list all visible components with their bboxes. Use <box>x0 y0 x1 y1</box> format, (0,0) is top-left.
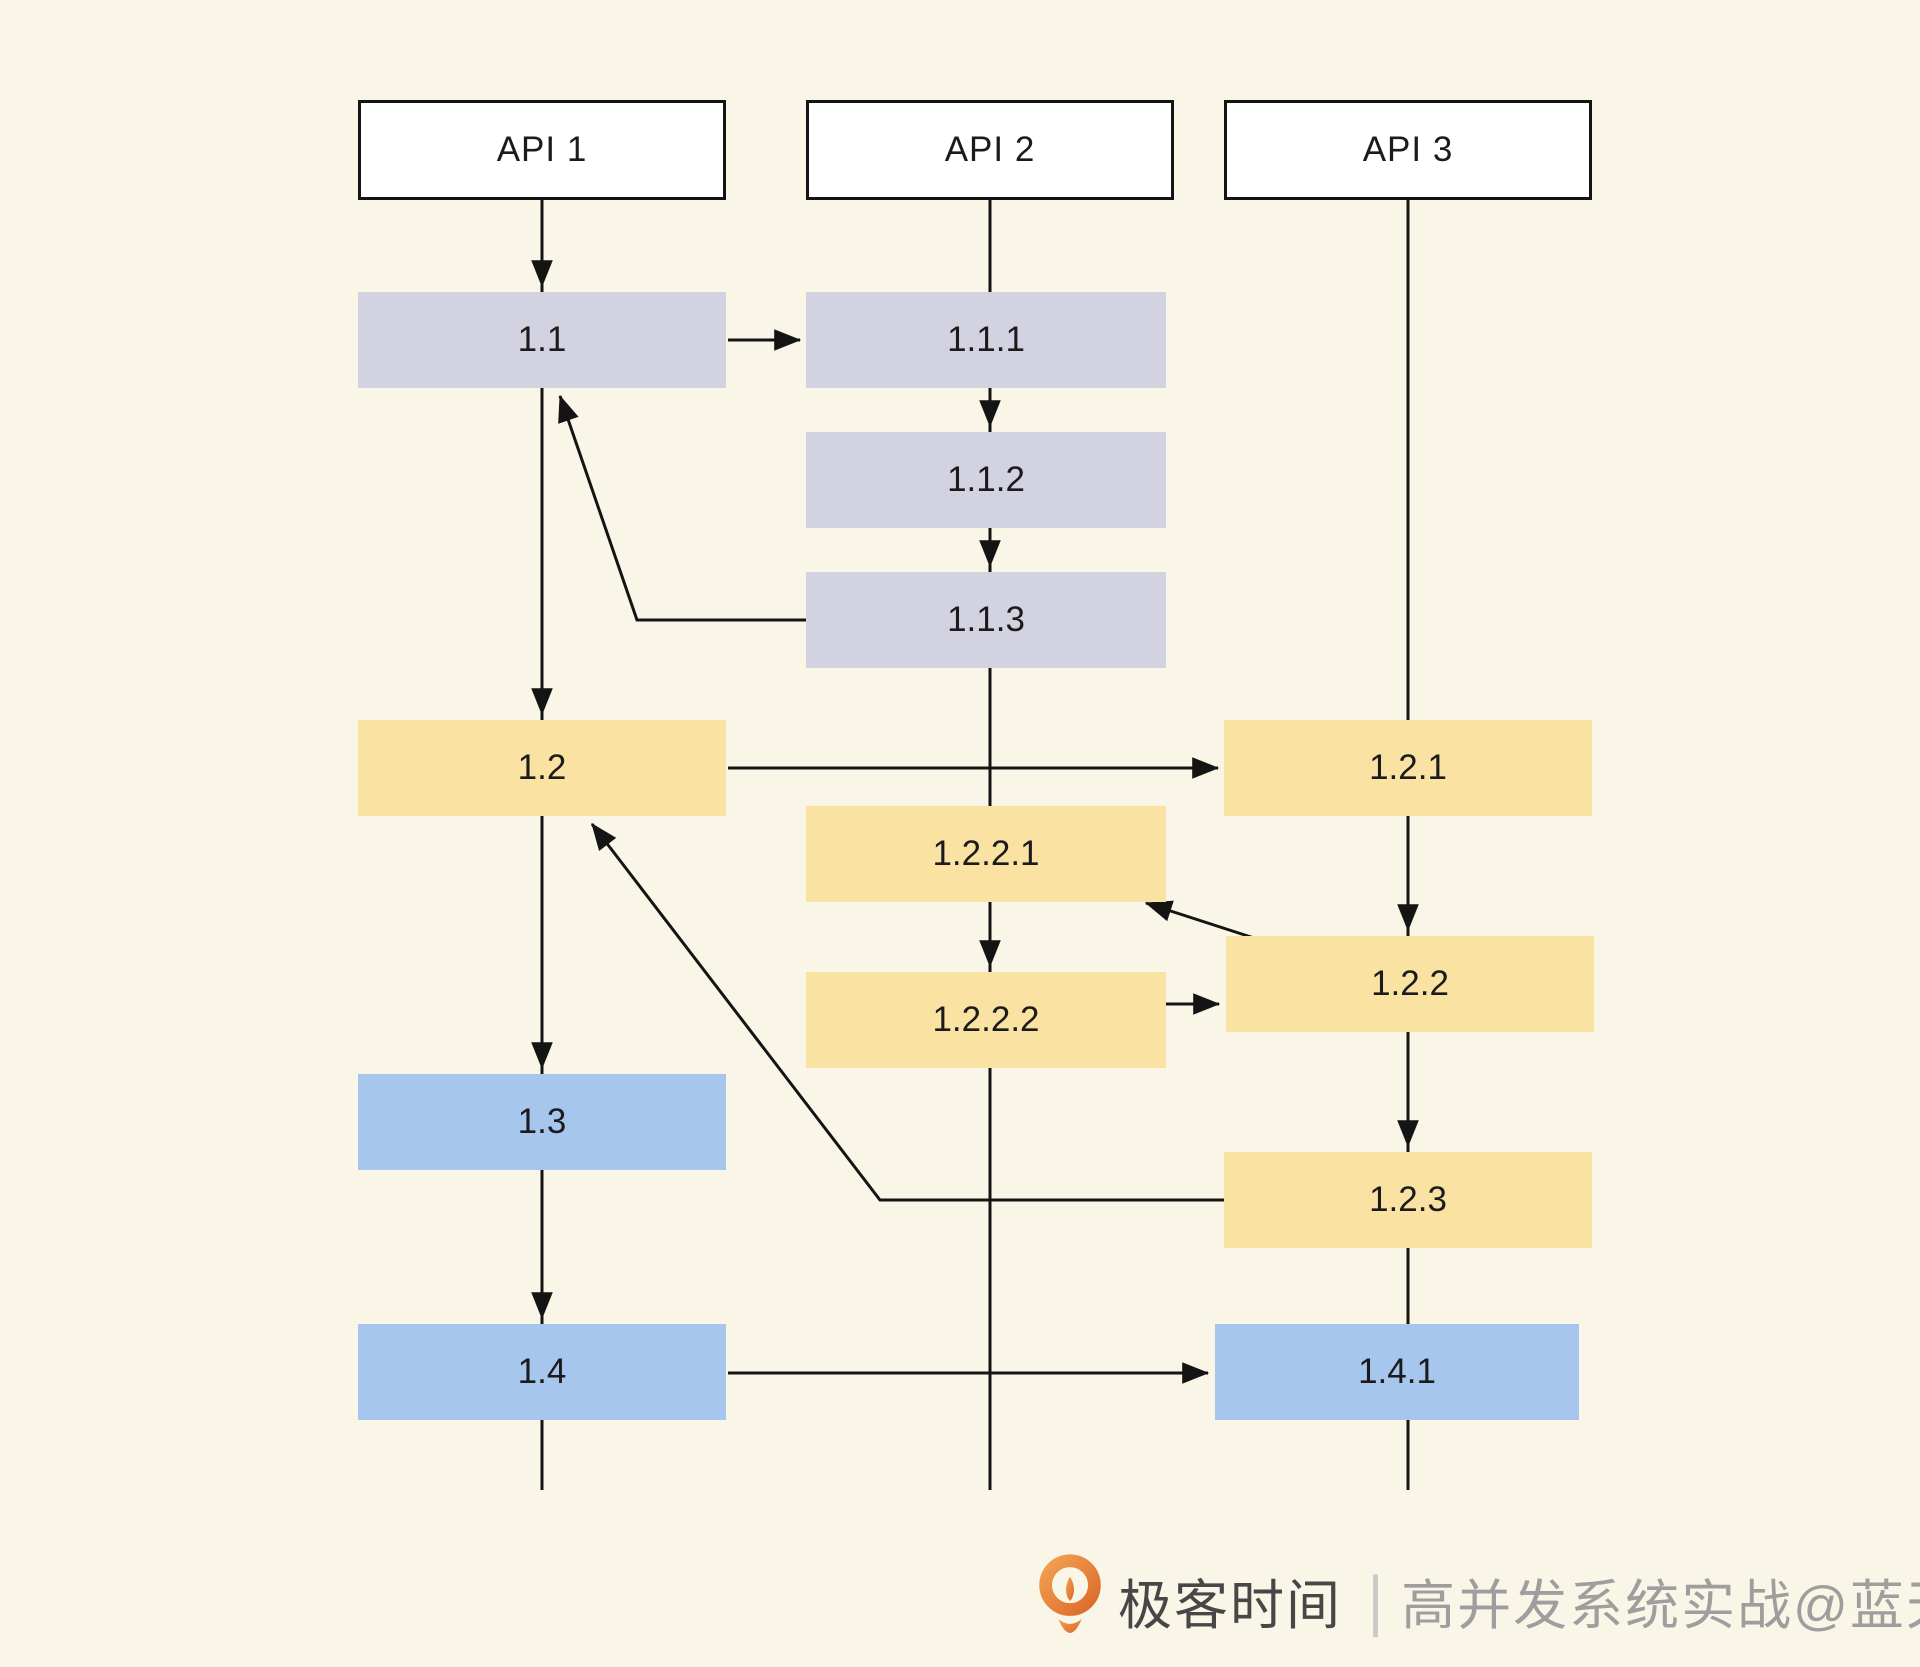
lane-header-api-2: API 2 <box>806 100 1174 200</box>
node-1-2-3: 1.2.3 <box>1224 1152 1592 1248</box>
watermark-brand: 极客时间 <box>1118 1575 1342 1636</box>
node-1-2-2: 1.2.2 <box>1226 936 1594 1032</box>
watermark-credit: 高并发系统实战@蓝天 <box>1401 1575 1920 1636</box>
node-1-1-1: 1.1.1 <box>806 292 1166 388</box>
node-1-1-3: 1.1.3 <box>806 572 1166 668</box>
node-1-2-2-2: 1.2.2.2 <box>806 972 1166 1068</box>
node-1-4-1: 1.4.1 <box>1215 1324 1579 1420</box>
lane-header-api-1: API 1 <box>358 100 726 200</box>
arrow-1-2-3-return-to-1-2 <box>590 823 1224 1202</box>
node-1-2-2-1: 1.2.2.1 <box>806 806 1166 902</box>
node-1-2: 1.2 <box>358 720 726 816</box>
node-1-3: 1.3 <box>358 1074 726 1170</box>
node-1-1-2: 1.1.2 <box>806 432 1166 528</box>
arrow-1-2-2-to-1-2-2-1 <box>1144 900 1255 940</box>
node-1-4: 1.4 <box>358 1324 726 1420</box>
node-1-1: 1.1 <box>358 292 726 388</box>
lane-header-api-3: API 3 <box>1224 100 1592 200</box>
node-1-2-1: 1.2.1 <box>1224 720 1592 816</box>
watermark-divider: | <box>1368 1562 1384 1638</box>
geektime-logo-icon <box>1039 1554 1101 1633</box>
watermark: 极客时间 | 高并发系统实战@蓝天 <box>1038 1544 1920 1656</box>
arrow-1-1-3-return-to-1-1 <box>558 394 806 622</box>
